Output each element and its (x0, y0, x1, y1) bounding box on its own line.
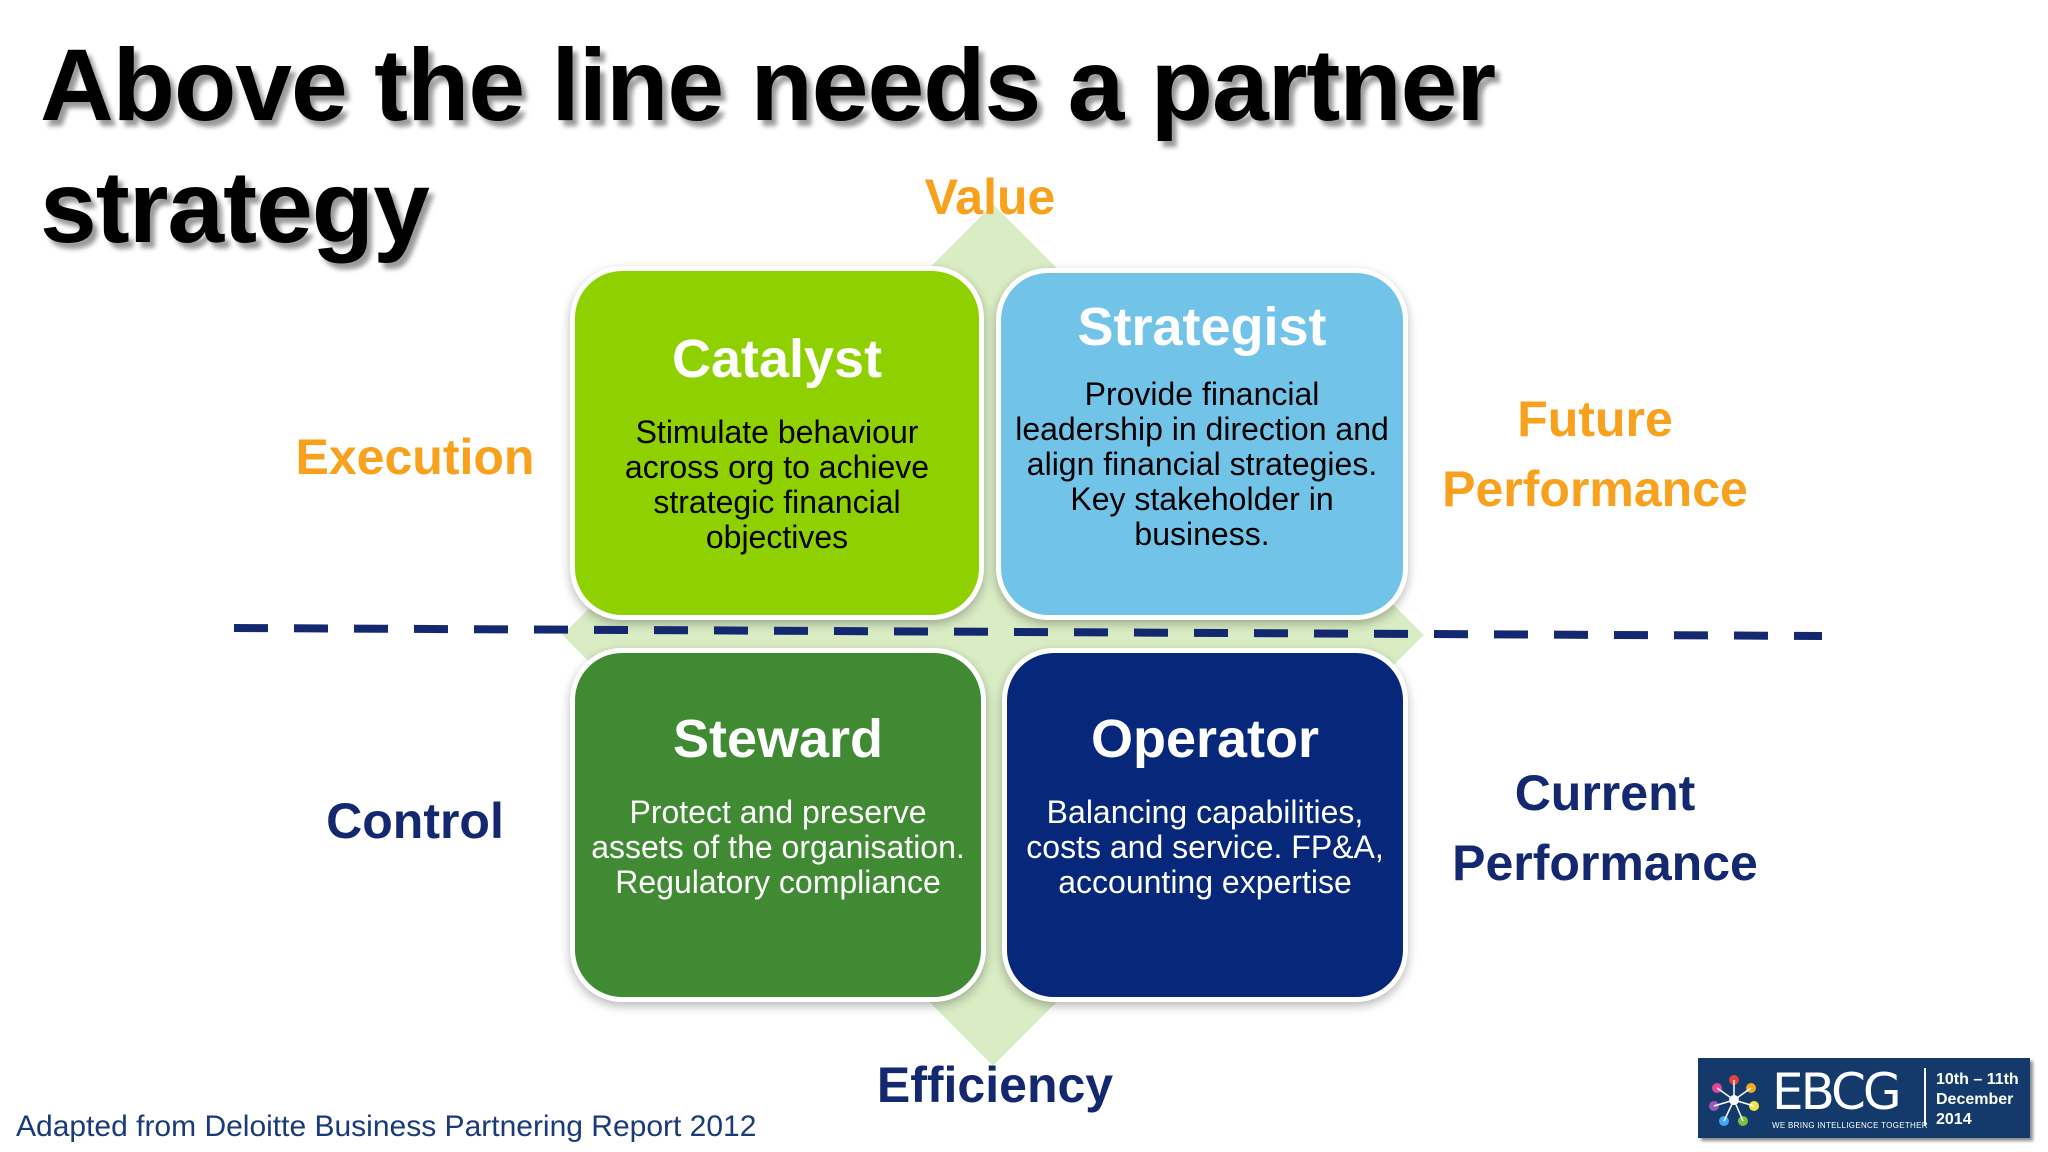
quadrant-description: Balancing capabilities, costs and servic… (1026, 794, 1384, 900)
axis-label-current-performance: Current Performance (1420, 758, 1790, 898)
axis-label-line: Performance (1442, 461, 1748, 517)
axis-label-efficiency: Efficiency (876, 1057, 1114, 1113)
ebcg-logo: EBCG WE BRING INTELLIGENCE TOGETHER 10th… (1698, 1058, 2030, 1138)
quadrant-title: Steward (672, 709, 884, 769)
axis-label-line: Future (1517, 391, 1673, 447)
axis-label-line: Performance (1452, 835, 1758, 891)
quadrant-operator: Operator Balancing capabilities, costs a… (1002, 648, 1408, 1002)
quadrant-description: Protect and preserve assets of the organ… (591, 794, 965, 900)
quadrant-title: Operator (1090, 709, 1320, 769)
quadrant-title: Strategist (1077, 297, 1327, 357)
axis-label-future-performance: Future Performance (1420, 384, 1770, 524)
quadrant-steward: Steward Protect and preserve assets of t… (570, 648, 986, 1002)
quadrant-catalyst: Catalyst Stimulate behaviour across org … (570, 266, 984, 620)
source-citation: Adapted from Deloitte Business Partnerin… (16, 1110, 757, 1143)
flower-icon (1709, 1075, 1759, 1126)
axis-label-value: Value (924, 169, 1056, 225)
quadrant-title: Catalyst (671, 329, 883, 389)
axis-label-control: Control (326, 793, 504, 849)
logo-separator (1924, 1068, 1926, 1126)
quadrant-description: Provide financial leadership in directio… (1015, 376, 1389, 552)
quadrant-strategist: Strategist Provide financial leadership … (996, 268, 1408, 620)
logo-date: 10th – 11th December 2014 (1936, 1070, 2019, 1130)
logo-date-month: December (1936, 1091, 2014, 1108)
logo-date-days: 10th – 11th (1936, 1071, 2019, 1088)
quadrant-description: Stimulate behaviour across org to achiev… (624, 414, 930, 555)
axis-label-line: Current (1514, 765, 1696, 821)
logo-date-year: 2014 (1936, 1111, 1972, 1128)
logo-wordmark: EBCG (1772, 1063, 1902, 1121)
logo-tagline: WE BRING INTELLIGENCE TOGETHER (1772, 1121, 1928, 1130)
axis-label-execution: Execution (295, 429, 535, 485)
slide-title: Above the line needs a partner strategy (40, 28, 1496, 264)
